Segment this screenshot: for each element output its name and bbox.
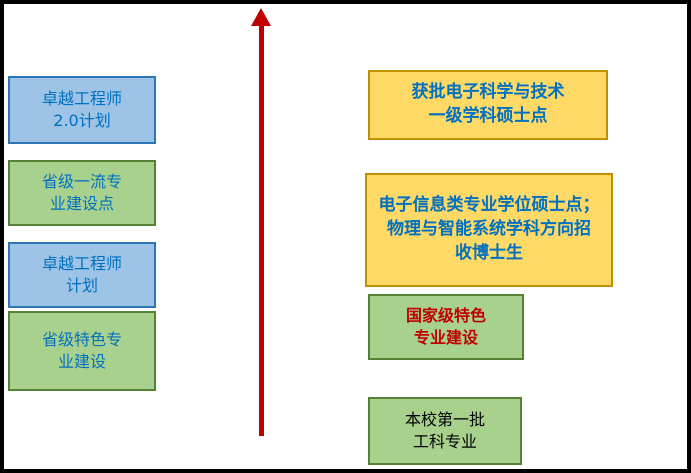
right-milestone-electronic-science-masters: 获批电子科学与技术 一级学科硕士点 [368,70,608,140]
right-milestone-electronic-info-masters-doctoral: 电子信息类专业学位硕士点； 物理与智能系统学科方向招 收博士生 [365,173,613,287]
left-milestone-excellent-engineer-2-0-plan: 卓越工程师 2.0计划 [8,76,156,144]
right-milestone-first-engineering-major: 本校第一批 工科专业 [368,397,522,465]
timeline-arrow-line [259,24,264,436]
left-milestone-provincial-first-class-major: 省级一流专 业建设点 [8,160,156,226]
left-milestone-provincial-featured-major: 省级特色专 业建设 [8,311,156,391]
left-milestone-excellent-engineer-plan: 卓越工程师 计划 [8,242,156,308]
right-milestone-national-featured-major: 国家级特色 专业建设 [368,294,524,360]
timeline-arrow-up-icon [251,8,271,26]
